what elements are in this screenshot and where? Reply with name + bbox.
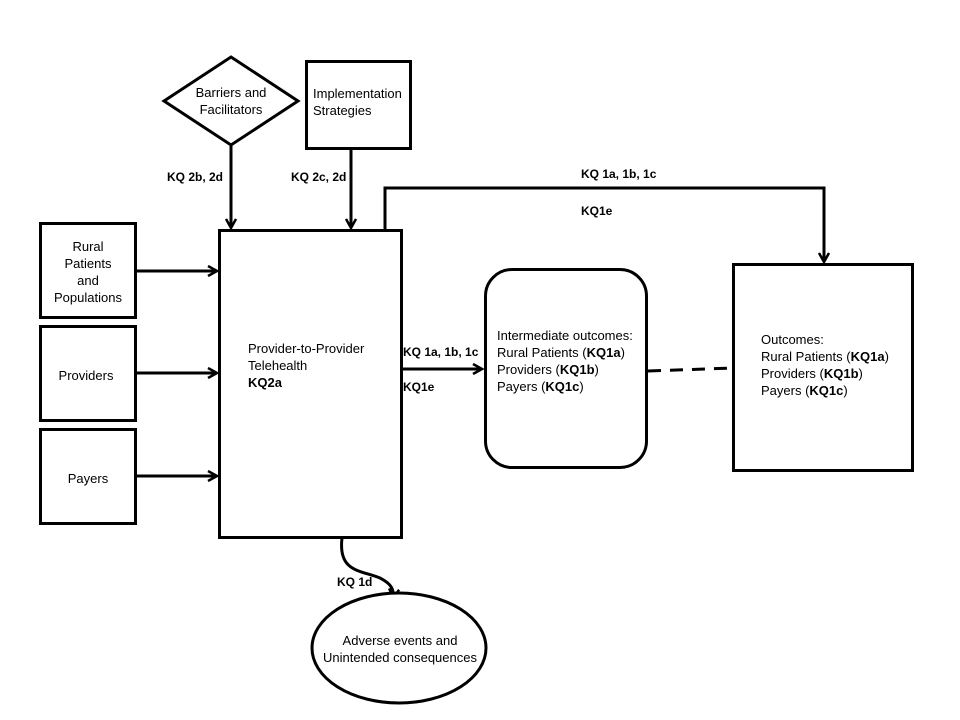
adverse-line-1: Adverse events and — [342, 633, 458, 648]
rural-line-2: Patients — [64, 256, 112, 271]
adverse-events-node: Adverse events and Unintended consequenc… — [314, 632, 486, 666]
rural-line-4: Populations — [54, 290, 122, 305]
edge-label-top-kq1abc: KQ 1a, 1b, 1c — [581, 167, 657, 181]
rural-line-3: and — [77, 273, 99, 288]
telehealth-kq: KQ2a — [248, 375, 282, 390]
dashed-link-intermediate-to-outcomes — [647, 366, 734, 373]
intermediate-item-providers: Providers (KQ1b) — [497, 362, 599, 377]
payers-node: Payers — [39, 428, 137, 525]
outcomes-node: Outcomes: Rural Patients (KQ1a) Provider… — [732, 263, 914, 472]
edge-label-kq2c-2d: KQ 2c, 2d — [291, 170, 347, 184]
outcomes-item-payers: Payers (KQ1c) — [761, 383, 848, 398]
adverse-line-2: Unintended consequences — [323, 650, 477, 665]
implementation-line-1: Implementation — [313, 86, 402, 101]
intermediate-item-rural: Rural Patients (KQ1a) — [497, 345, 625, 360]
edge-label-mid-kq1e: KQ1e — [403, 380, 435, 394]
barriers-line-2: Facilitators — [199, 102, 263, 117]
intermediate-title: Intermediate outcomes: — [497, 328, 633, 343]
edge-label-kq1d: KQ 1d — [337, 575, 373, 589]
payers-label: Payers — [67, 471, 109, 486]
edge-label-mid-kq1abc: KQ 1a, 1b, 1c — [403, 345, 479, 359]
edge-label-top-kq1e: KQ1e — [581, 204, 613, 218]
telehealth-line-1: Provider-to-Provider — [248, 341, 365, 356]
implementation-line-2: Strategies — [313, 103, 372, 118]
outcomes-title: Outcomes: — [761, 332, 824, 347]
intermediate-outcomes-node: Intermediate outcomes: Rural Patients (K… — [484, 268, 648, 469]
barriers-line-1: Barriers and — [195, 85, 267, 100]
barriers-facilitators-node: Barriers and Facilitators — [176, 84, 286, 118]
rural-patients-node: Rural Patients and Populations — [39, 222, 137, 319]
providers-label: Providers — [58, 368, 114, 383]
outcomes-item-rural: Rural Patients (KQ1a) — [761, 349, 889, 364]
arrow-telehealth-to-adverse — [340, 537, 394, 598]
providers-node: Providers — [39, 325, 137, 422]
outcomes-item-providers: Providers (KQ1b) — [761, 366, 863, 381]
implementation-strategies-node: Implementation Strategies — [305, 60, 412, 150]
arrow-telehealth-to-outcomes — [383, 186, 824, 262]
telehealth-line-2: Telehealth — [248, 358, 308, 373]
edge-label-kq2b-2d: KQ 2b, 2d — [167, 170, 224, 184]
provider-to-provider-telehealth-node: Provider-to-Provider Telehealth KQ2a — [218, 229, 403, 539]
intermediate-item-payers: Payers (KQ1c) — [497, 379, 584, 394]
adverse-ellipse-shape — [310, 591, 488, 705]
rural-line-1: Rural — [72, 239, 104, 254]
